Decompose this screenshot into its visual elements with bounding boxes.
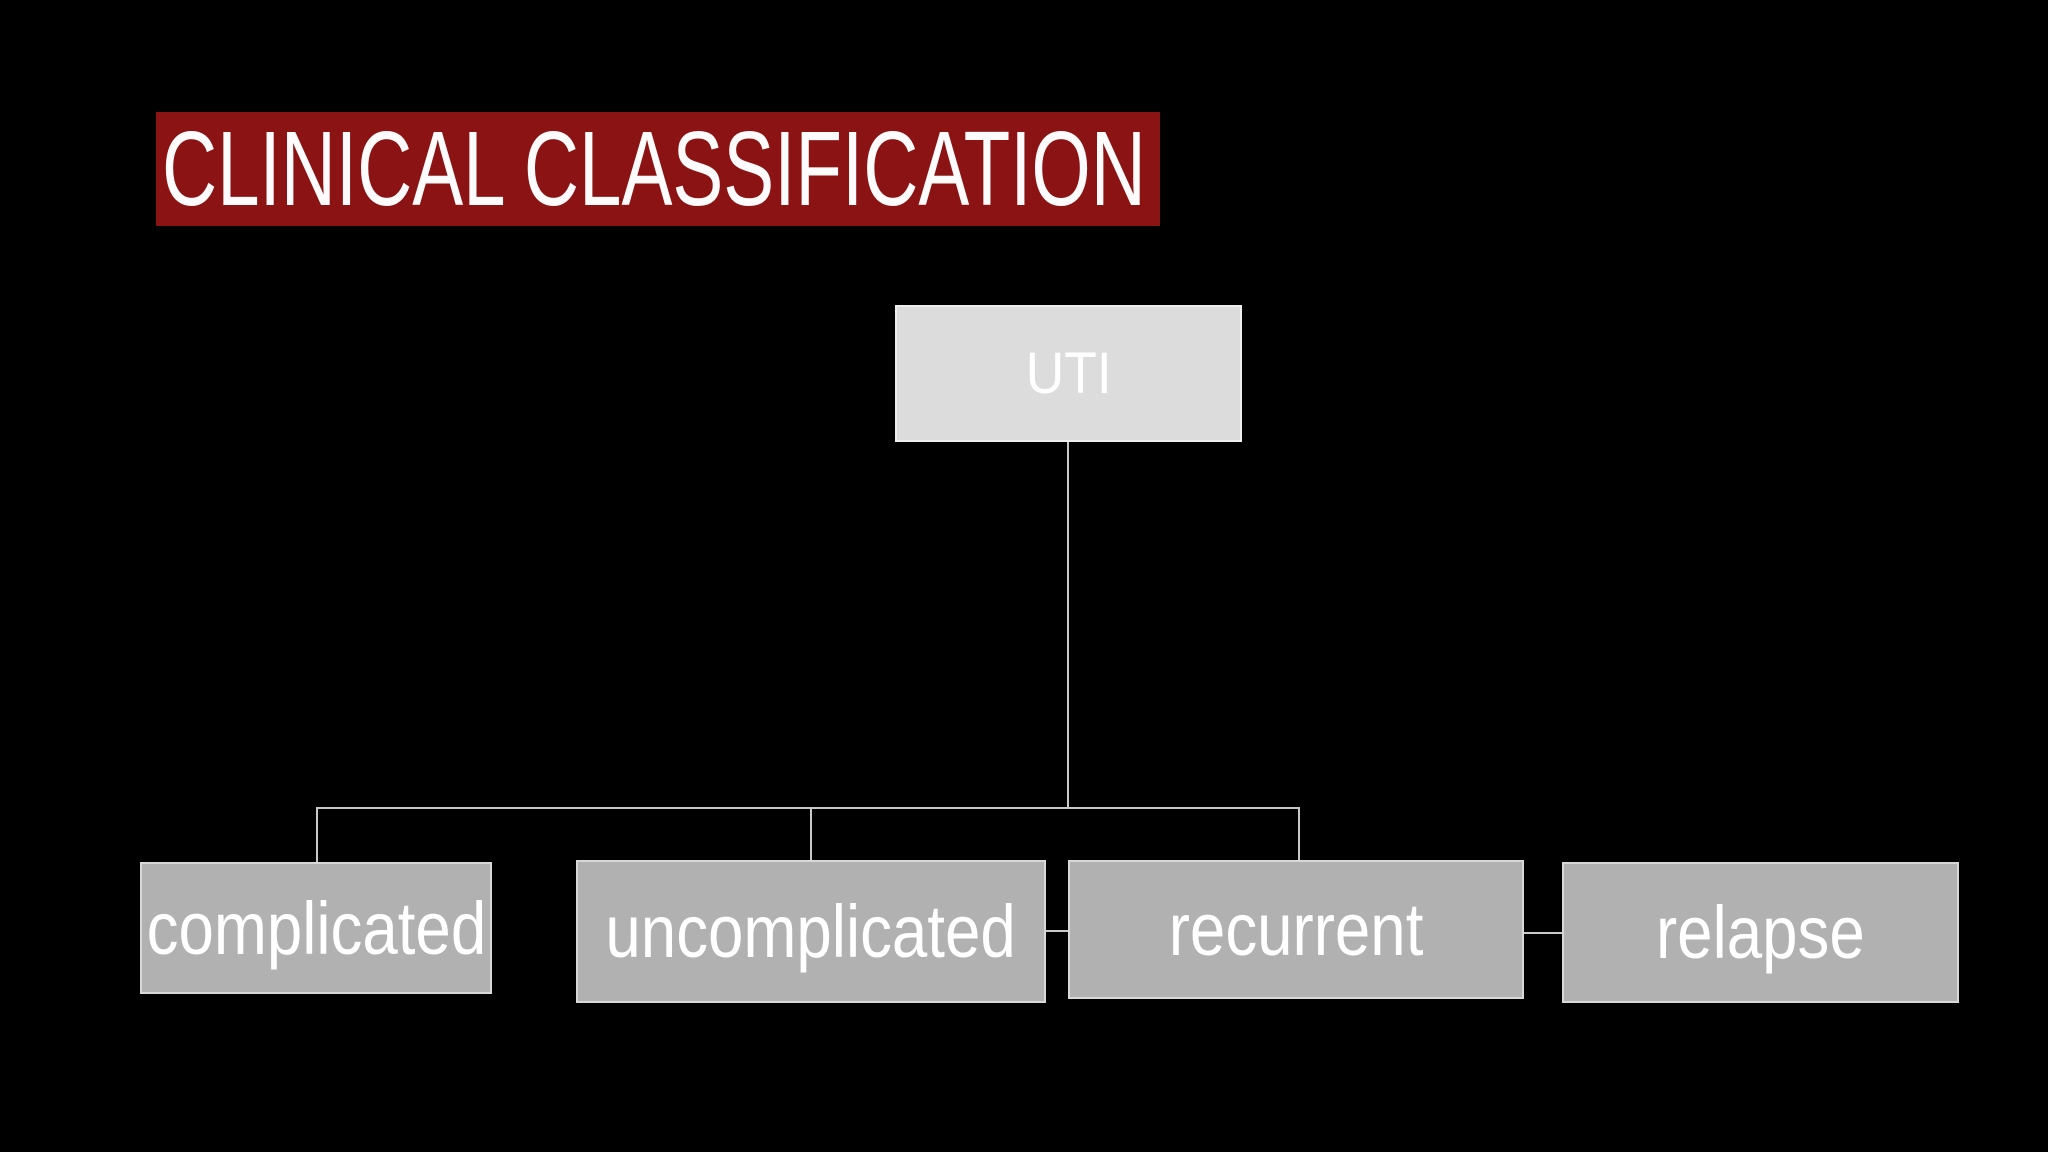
title-banner: CLINICAL CLASSIFICATION (156, 112, 1160, 226)
connector-stem-uti (1067, 442, 1069, 808)
node-uncomplicated: uncomplicated (576, 860, 1046, 1003)
connector-horizontal-rail (316, 807, 1300, 809)
connector-uncomplicated-recurrent (1046, 930, 1068, 932)
node-uti-label: UTI (1025, 341, 1112, 406)
node-recurrent: recurrent (1068, 860, 1524, 999)
node-uti: UTI (895, 305, 1242, 442)
node-relapse-label: relapse (1656, 891, 1865, 974)
node-uncomplicated-label: uncomplicated (605, 890, 1017, 973)
node-recurrent-label: recurrent (1168, 888, 1424, 971)
connector-drop-complicated (316, 807, 318, 862)
node-relapse: relapse (1562, 862, 1959, 1003)
connector-recurrent-relapse (1524, 932, 1562, 934)
connector-drop-uncomplicated (810, 807, 812, 860)
node-complicated-label: complicated (146, 886, 486, 970)
connector-drop-recurrent (1298, 807, 1300, 860)
slide-title: CLINICAL CLASSIFICATION (162, 110, 1146, 228)
node-complicated: complicated (140, 862, 492, 994)
